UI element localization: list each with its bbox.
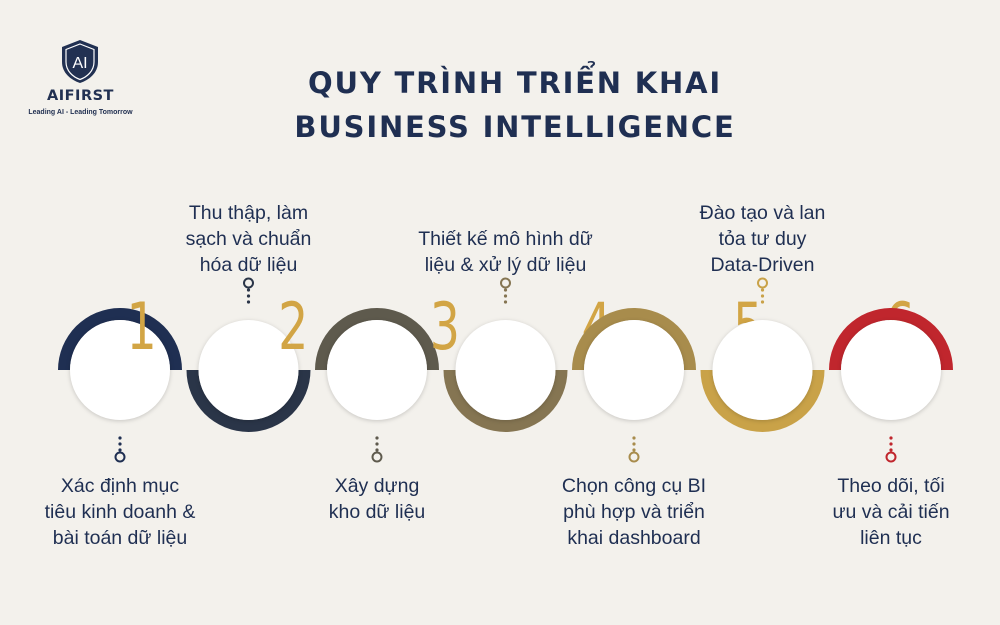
step-label-line: kho dữ liệu [328, 501, 426, 523]
connector-node [114, 451, 126, 463]
step-label-3: Xây dựng kho dữ liệu [282, 473, 472, 525]
step-label-7: Theo dõi, tối ưu và cải tiến liên tục [796, 473, 986, 551]
step-label-line: Theo dõi, tối [837, 475, 945, 497]
connector-dot [246, 294, 251, 298]
step-number: 1 [126, 290, 156, 365]
step-ring [443, 370, 568, 432]
step-circle [70, 320, 170, 420]
step-label-line: khai dashboard [567, 527, 701, 549]
page-title-line-2: BUSINESS INTELLIGENCE [294, 110, 736, 144]
step-ring [315, 308, 439, 370]
connector-node [628, 451, 640, 463]
step-ring [58, 308, 182, 370]
connector-node [243, 277, 254, 289]
logo-monogram: AI [72, 55, 87, 72]
connector-dot [632, 448, 636, 452]
step-circle [327, 320, 427, 420]
connector-node [371, 451, 383, 463]
step-1: 1 [58, 290, 182, 463]
step-label-line: Chọn công cụ BI [561, 475, 707, 497]
connector-dot [889, 448, 893, 452]
step-label-line: Xây dựng [334, 475, 420, 497]
step-label-line: tiêu kinh doanh & [44, 501, 196, 523]
page-title-line-1: QUY TRÌNH TRIỂN KHAI [308, 66, 722, 100]
step-label-5: Chọn công cụ BI phù hợp và triển khai dash… [539, 473, 729, 551]
step-label-line: bài toán dữ liệu [52, 527, 188, 549]
step-label-line: hóa dữ liệu [199, 254, 298, 276]
step-label-line: Thu thập, làm [188, 202, 309, 224]
step-label-line: Đào tạo và lan [699, 202, 826, 224]
step-2: 2 [186, 277, 311, 432]
connector-dot [118, 436, 122, 440]
step-label-1: Xác định mục tiêu kinh doanh & bài toán dữ… [25, 473, 215, 551]
step-circle [841, 320, 941, 420]
step-label-4: Thiết kế mô hình dữ liệu & xử lý dữ liệu [411, 226, 601, 278]
step-label-line: phù hợp và triển [563, 501, 705, 523]
connector-dot [632, 442, 636, 446]
connector-dot [503, 288, 508, 292]
step-label-line: liên tục [860, 527, 922, 549]
step-7: 7 [829, 308, 953, 463]
connector-dot [503, 300, 508, 304]
step-label-line: ưu và cải tiến [832, 501, 950, 523]
connector-dot [632, 436, 636, 440]
connector-dot [889, 442, 893, 446]
step-number: 3 [430, 290, 460, 365]
connector-node [885, 451, 897, 463]
connector-dot [246, 300, 251, 304]
step-label-line: Thiết kế mô hình dữ [418, 228, 593, 250]
connector-dot [375, 442, 379, 446]
connector-dot [118, 448, 122, 452]
step-circle [455, 320, 556, 420]
connector-dot [118, 442, 122, 446]
step-circle [712, 320, 813, 420]
step-label-2: Thu thập, làm sạch và chuẩn hóa dữ liệu [154, 200, 344, 278]
connector-dot [889, 436, 893, 440]
step-label-line: liệu & xử lý dữ liệu [424, 254, 587, 276]
brand-tagline: Leading AI - Leading Tomorrow [28, 109, 133, 116]
step-ring [829, 308, 953, 370]
connector-dot [760, 288, 765, 292]
brand-name: AIFIRST [47, 88, 114, 104]
connector-dot [375, 436, 379, 440]
connector-node [757, 277, 768, 289]
step-label-line: sạch và chuẩn [185, 228, 312, 250]
step-ring [572, 308, 696, 370]
connector-dot [760, 294, 765, 298]
brand-logo: AI AIFIRST Leading AI - Leading Tomorrow [18, 38, 143, 120]
connector-node [500, 277, 511, 289]
step-circle [198, 320, 299, 420]
step-label-line: tỏa tư duy [718, 228, 807, 250]
step-circle [584, 320, 684, 420]
step-3: 3 [315, 290, 460, 463]
shield-icon: AI [62, 40, 98, 83]
connector-dot [375, 448, 379, 452]
step-number: 2 [278, 290, 308, 365]
step-label-line: Data-Driven [710, 254, 815, 276]
step-label-line: Xác định mục [60, 475, 180, 497]
connector-dot [503, 294, 508, 298]
step-ring [186, 370, 311, 432]
step-ring [700, 370, 825, 432]
connector-dot [246, 288, 251, 292]
connector-dot [760, 300, 765, 304]
